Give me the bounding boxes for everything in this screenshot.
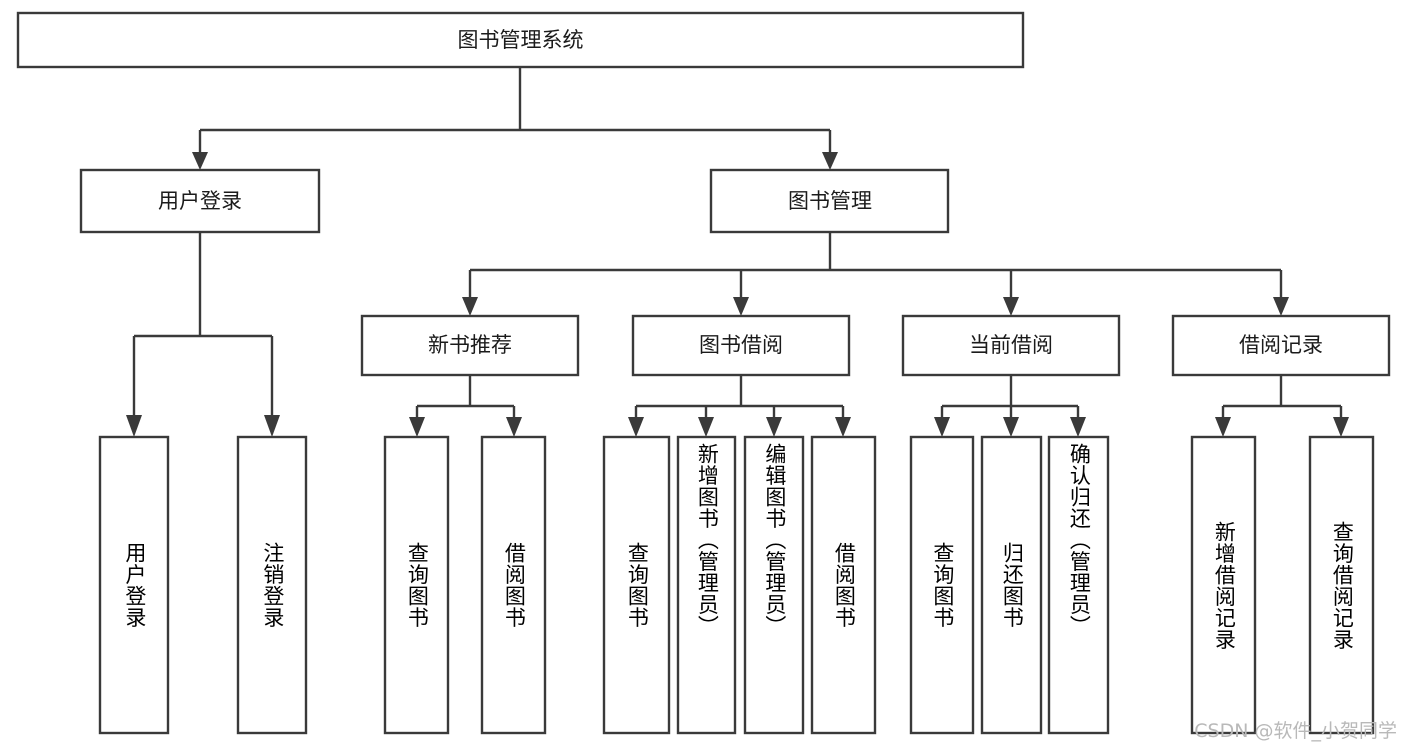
leaf-borrow-book-newbook-label: 借阅图书 bbox=[502, 542, 527, 628]
arrow-userlogin-leaf-2 bbox=[264, 415, 280, 437]
leaf-logout-text-area: 注销登录 bbox=[260, 542, 285, 628]
leaf-query-borrow-record-text-area: 查询借阅记录 bbox=[1330, 520, 1355, 650]
leaf-edit-book-admin-label: 编辑图书（管理员） bbox=[762, 443, 787, 637]
arrow-borrow-leaf-2 bbox=[698, 417, 714, 437]
node-root[interactable]: 图书管理系统 bbox=[16, 11, 1025, 69]
leaf-add-borrow-record-label: 新增借阅记录 bbox=[1212, 520, 1237, 650]
leaf-query-book-newbook-text-area: 查询图书 bbox=[405, 542, 430, 628]
leaf-confirm-return-admin[interactable]: 确认归还（管理员） bbox=[1047, 435, 1110, 735]
leaf-edit-book-admin-box[interactable] bbox=[743, 435, 805, 735]
arrow-root-to-user-login bbox=[192, 152, 208, 170]
leaf-user-login-text-area: 用户登录 bbox=[122, 542, 147, 628]
leaf-logout[interactable]: 注销登录 bbox=[236, 435, 308, 735]
arrow-record-leaf-1 bbox=[1215, 417, 1231, 437]
node-root-box[interactable] bbox=[16, 11, 1025, 69]
leaf-user-login-box[interactable] bbox=[98, 435, 170, 735]
node-book-management-box[interactable] bbox=[709, 168, 950, 234]
leaf-query-book-current[interactable]: 查询图书 bbox=[909, 435, 975, 735]
leaf-borrow-book[interactable]: 借阅图书 bbox=[810, 435, 877, 735]
node-book-borrow-box[interactable] bbox=[631, 314, 851, 377]
leaf-edit-book-admin[interactable]: 编辑图书（管理员） bbox=[743, 435, 805, 735]
leaf-borrow-book-newbook-text-area: 借阅图书 bbox=[502, 542, 527, 628]
node-new-book-recommend-label: 新书推荐 bbox=[428, 333, 512, 357]
leaf-borrow-book-newbook[interactable]: 借阅图书 bbox=[480, 435, 547, 735]
node-user-login-box[interactable] bbox=[79, 168, 321, 234]
leaf-logout-box[interactable] bbox=[236, 435, 308, 735]
arrow-borrow-leaf-4 bbox=[835, 417, 851, 437]
connector-layer bbox=[126, 67, 1349, 437]
leaf-confirm-return-admin-label: 确认归还（管理员） bbox=[1067, 443, 1092, 637]
node-borrow-record-box[interactable] bbox=[1171, 314, 1391, 377]
node-new-book-recommend-box[interactable] bbox=[360, 314, 580, 377]
leaf-query-borrow-record[interactable]: 查询借阅记录 bbox=[1308, 435, 1375, 735]
leaf-query-book-newbook[interactable]: 查询图书 bbox=[383, 435, 450, 735]
leaf-add-book-admin[interactable]: 新增图书（管理员） bbox=[676, 435, 737, 735]
leaf-user-login[interactable]: 用户登录 bbox=[98, 435, 170, 735]
leaf-query-book-borrow-text-area: 查询图书 bbox=[625, 542, 650, 628]
arrow-current-leaf-3 bbox=[1070, 417, 1086, 437]
arrow-borrow-leaf-3 bbox=[766, 417, 782, 437]
leaf-add-book-admin-label: 新增图书（管理员） bbox=[695, 443, 720, 637]
leaf-add-book-admin-text-area: 新增图书（管理员） bbox=[695, 443, 720, 637]
leaf-return-book-text-area: 归还图书 bbox=[1000, 542, 1025, 628]
node-book-management-label: 图书管理 bbox=[788, 189, 872, 213]
arrow-bookmgmt-to-borrow bbox=[733, 297, 749, 316]
leaf-confirm-return-admin-box[interactable] bbox=[1047, 435, 1110, 735]
leaf-return-book-box[interactable] bbox=[980, 435, 1043, 735]
node-current-borrow-label: 当前借阅 bbox=[969, 333, 1053, 357]
leaf-return-book[interactable]: 归还图书 bbox=[980, 435, 1043, 735]
node-new-book-recommend[interactable]: 新书推荐 bbox=[360, 314, 580, 377]
leaf-confirm-return-admin-text-area: 确认归还（管理员） bbox=[1067, 443, 1092, 637]
leaf-add-borrow-record[interactable]: 新增借阅记录 bbox=[1190, 435, 1257, 735]
leaf-query-book-current-box[interactable] bbox=[909, 435, 975, 735]
arrow-root-to-book-mgmt bbox=[822, 152, 838, 170]
leaf-query-borrow-record-box[interactable] bbox=[1308, 435, 1375, 735]
leaf-add-borrow-record-box[interactable] bbox=[1190, 435, 1257, 735]
leaf-query-book-current-label: 查询图书 bbox=[930, 542, 955, 628]
leaf-query-book-newbook-label: 查询图书 bbox=[405, 542, 430, 628]
node-book-borrow-label: 图书借阅 bbox=[699, 333, 783, 357]
leaf-borrow-book-label: 借阅图书 bbox=[832, 542, 857, 628]
leaf-query-book-borrow-label: 查询图书 bbox=[625, 542, 650, 628]
leaf-return-book-label: 归还图书 bbox=[1000, 542, 1025, 628]
node-borrow-record-label: 借阅记录 bbox=[1239, 333, 1323, 357]
node-current-borrow-box[interactable] bbox=[901, 314, 1121, 377]
node-book-borrow[interactable]: 图书借阅 bbox=[631, 314, 851, 377]
leaf-user-login-label: 用户登录 bbox=[122, 542, 147, 628]
leaf-add-book-admin-box[interactable] bbox=[676, 435, 737, 735]
arrow-record-leaf-2 bbox=[1333, 417, 1349, 437]
arrow-borrow-leaf-1 bbox=[628, 417, 644, 437]
node-user-login-label: 用户登录 bbox=[158, 189, 242, 213]
arrow-current-leaf-2 bbox=[1003, 417, 1019, 437]
node-book-management[interactable]: 图书管理 bbox=[709, 168, 950, 234]
leaf-query-book-newbook-box[interactable] bbox=[383, 435, 450, 735]
leaf-logout-label: 注销登录 bbox=[260, 542, 285, 628]
leaf-add-borrow-record-text-area: 新增借阅记录 bbox=[1212, 520, 1237, 650]
arrow-newbook-leaf-1 bbox=[409, 417, 425, 437]
node-root-label: 图书管理系统 bbox=[458, 28, 584, 52]
arrow-userlogin-leaf-1 bbox=[126, 415, 142, 437]
arrow-bookmgmt-to-newbook bbox=[462, 297, 478, 316]
leaf-borrow-book-box[interactable] bbox=[810, 435, 877, 735]
leaf-edit-book-admin-text-area: 编辑图书（管理员） bbox=[762, 443, 787, 637]
leaf-query-borrow-record-label: 查询借阅记录 bbox=[1330, 520, 1355, 650]
arrow-newbook-leaf-2 bbox=[506, 417, 522, 437]
node-user-login[interactable]: 用户登录 bbox=[79, 168, 321, 234]
leaf-query-book-current-text-area: 查询图书 bbox=[930, 542, 955, 628]
node-current-borrow[interactable]: 当前借阅 bbox=[901, 314, 1121, 377]
arrow-bookmgmt-to-current bbox=[1003, 297, 1019, 316]
leaf-query-book-borrow-box[interactable] bbox=[602, 435, 671, 735]
node-borrow-record[interactable]: 借阅记录 bbox=[1171, 314, 1391, 377]
leaf-query-book-borrow[interactable]: 查询图书 bbox=[602, 435, 671, 735]
arrow-bookmgmt-to-record bbox=[1273, 297, 1289, 316]
leaf-borrow-book-newbook-box[interactable] bbox=[480, 435, 547, 735]
leaf-borrow-book-text-area: 借阅图书 bbox=[832, 542, 857, 628]
arrow-current-leaf-1 bbox=[934, 417, 950, 437]
